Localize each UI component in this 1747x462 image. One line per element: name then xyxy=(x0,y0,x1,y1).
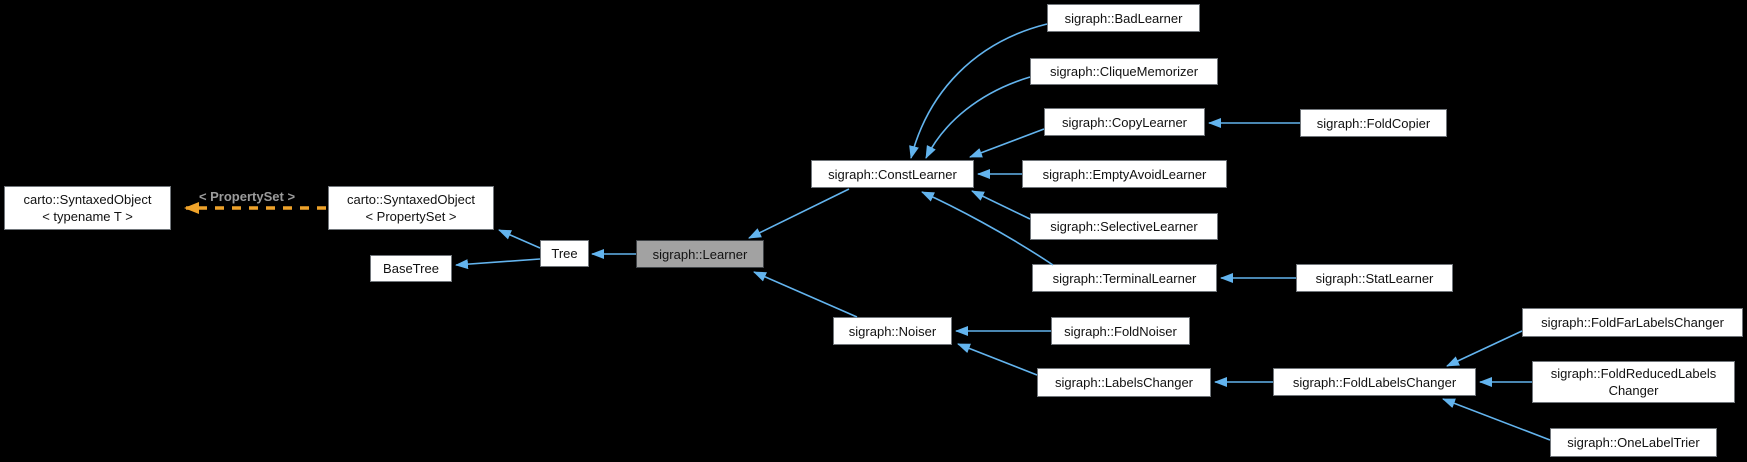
node-label: sigraph::OneLabelTrier xyxy=(1567,435,1700,450)
node-tree[interactable]: Tree xyxy=(540,240,589,267)
edge-labelschanger-to-noiser xyxy=(957,343,1038,376)
node-label: sigraph::FoldNoiser xyxy=(1064,323,1177,339)
node-sigraph-labelschanger[interactable]: sigraph::LabelsChanger xyxy=(1037,368,1211,397)
node-label: sigraph::TerminalLearner xyxy=(1052,270,1197,286)
node-label: sigraph::SelectiveLearner xyxy=(1050,219,1198,234)
node-label: sigraph::CopyLearner xyxy=(1061,114,1188,130)
node-sigraph-foldreducedlabelschanger[interactable]: sigraph::FoldReducedLabels Changer xyxy=(1532,361,1735,403)
edge-cliquememorizer-to-constlearner xyxy=(925,76,1031,159)
node-label: sigraph::EmptyAvoidLearner xyxy=(1042,166,1207,182)
node-label: sigraph::BadLearner xyxy=(1064,10,1183,26)
edge-badlearner-to-constlearner xyxy=(909,23,1048,159)
node-label: sigraph::Noiser xyxy=(848,323,937,339)
edge-onelabeltrier-to-foldlabelschanger xyxy=(1442,398,1551,441)
edge-copylearner-to-constlearner xyxy=(969,128,1045,158)
node-sigraph-selectivelearner[interactable]: sigraph::SelectiveLearner xyxy=(1030,213,1218,240)
edge-foldfarlabelschanger-to-foldlabelschanger xyxy=(1446,330,1523,367)
template-edge-label: < PropertySet > xyxy=(198,189,296,204)
edge-constlearner-to-learner xyxy=(748,188,850,239)
node-basetree[interactable]: BaseTree xyxy=(370,255,452,282)
node-carto-syntaxedobject-typename-t[interactable]: carto::SyntaxedObject < typename T > xyxy=(4,186,171,230)
node-label: BaseTree xyxy=(383,261,439,276)
node-sigraph-badlearner[interactable]: sigraph::BadLearner xyxy=(1047,4,1200,32)
node-carto-syntaxedobject-propertyset[interactable]: carto::SyntaxedObject < PropertySet > xyxy=(328,186,494,230)
edge-noiser-to-learner xyxy=(753,271,858,318)
node-label: Tree xyxy=(551,246,578,261)
node-sigraph-cliquememorizer[interactable]: sigraph::CliqueMemorizer xyxy=(1030,58,1218,85)
node-sigraph-foldnoiser[interactable]: sigraph::FoldNoiser xyxy=(1051,317,1190,345)
node-label: sigraph::FoldReducedLabels Changer xyxy=(1550,366,1717,398)
node-label: sigraph::StatLearner xyxy=(1315,270,1434,286)
node-label: sigraph::LabelsChanger xyxy=(1054,375,1194,390)
edge-tree-to-syntaxedobject xyxy=(498,229,541,249)
node-sigraph-emptyavoidlearner[interactable]: sigraph::EmptyAvoidLearner xyxy=(1022,160,1227,188)
edge-tree-to-basetree xyxy=(455,258,541,270)
node-sigraph-noiser[interactable]: sigraph::Noiser xyxy=(833,317,952,345)
edge-selectivelearner-to-constlearner xyxy=(971,190,1031,220)
node-label: carto::SyntaxedObject < typename T > xyxy=(23,192,152,224)
node-sigraph-statlearner[interactable]: sigraph::StatLearner xyxy=(1296,264,1453,292)
node-sigraph-terminallearner[interactable]: sigraph::TerminalLearner xyxy=(1032,264,1217,292)
node-label: sigraph::CliqueMemorizer xyxy=(1049,64,1199,79)
node-label: sigraph::FoldCopier xyxy=(1316,115,1431,131)
node-sigraph-constlearner[interactable]: sigraph::ConstLearner xyxy=(811,160,974,188)
node-label: sigraph::ConstLearner xyxy=(828,166,957,182)
node-sigraph-foldfarlabelschanger[interactable]: sigraph::FoldFarLabelsChanger xyxy=(1522,308,1743,337)
node-label: sigraph::FoldLabelsChanger xyxy=(1292,374,1457,390)
node-sigraph-foldlabelschanger[interactable]: sigraph::FoldLabelsChanger xyxy=(1273,368,1476,396)
node-label: carto::SyntaxedObject < PropertySet > xyxy=(347,192,475,224)
node-sigraph-learner: sigraph::Learner xyxy=(636,240,764,268)
node-label: sigraph::FoldFarLabelsChanger xyxy=(1541,315,1724,330)
node-sigraph-foldcopier[interactable]: sigraph::FoldCopier xyxy=(1300,109,1447,137)
node-sigraph-onelabeltrier[interactable]: sigraph::OneLabelTrier xyxy=(1550,428,1717,457)
node-label: sigraph::Learner xyxy=(652,246,748,262)
node-sigraph-copylearner[interactable]: sigraph::CopyLearner xyxy=(1044,108,1205,136)
